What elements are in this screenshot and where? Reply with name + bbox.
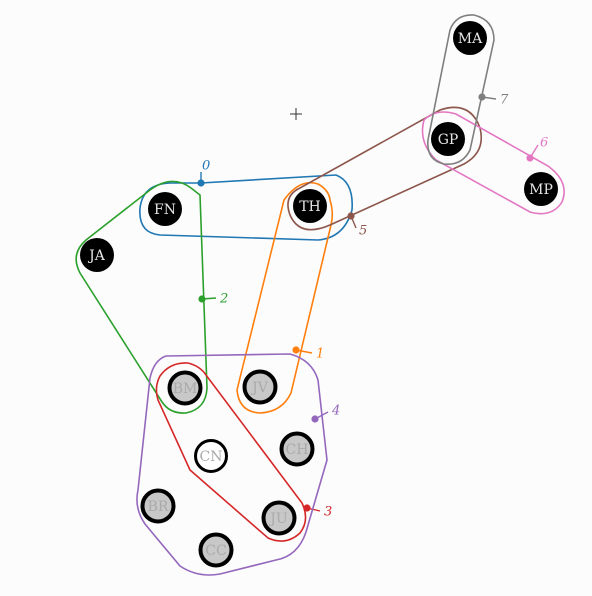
node-th[interactable]: TH [293, 189, 327, 223]
node-jv[interactable]: JV [242, 369, 278, 405]
node-circle[interactable] [524, 172, 558, 206]
node-label: CH [286, 442, 309, 458]
node-circle[interactable] [140, 488, 176, 524]
node-circle[interactable] [293, 189, 327, 223]
node-label: JV [250, 380, 269, 396]
crosshair-icon [290, 108, 302, 120]
nodes-layer: MA GP MP FN TH JA BM JV CN CH BR JU CC [80, 21, 558, 568]
node-circle[interactable] [194, 439, 228, 473]
node-label: MA [458, 31, 483, 47]
hyperedges-layer: 0 1 2 3 4 5 6 7 [75, 14, 565, 576]
node-label: TH [299, 199, 321, 215]
hyperedge-label: 1 [316, 347, 324, 362]
hyperedge-label: 3 [324, 505, 332, 520]
node-bm[interactable]: BM [167, 370, 203, 406]
node-label: JA [87, 248, 106, 264]
node-circle[interactable] [198, 532, 234, 568]
node-br[interactable]: BR [140, 488, 176, 524]
hyperedge-marker-dot[interactable] [478, 93, 486, 101]
hyperedge-label: 7 [500, 93, 509, 108]
node-label: GP [438, 132, 459, 148]
node-label: BM [173, 381, 198, 397]
node-label: MP [529, 182, 553, 198]
hyperedge-7: 7 [427, 14, 509, 166]
hyperedge-label: 6 [540, 136, 548, 151]
node-gp[interactable]: GP [431, 122, 465, 156]
node-ju[interactable]: JU [261, 500, 297, 536]
hyperedge-marker-dot[interactable] [311, 415, 319, 423]
node-fn[interactable]: FN [148, 192, 182, 226]
node-mp[interactable]: MP [524, 172, 558, 206]
hyperedge-label: 4 [331, 404, 340, 419]
hyperedge-marker-dot[interactable] [526, 154, 534, 162]
hyperedge-outline [75, 180, 208, 414]
hyperedge-outline [155, 362, 307, 542]
node-label: BR [148, 499, 169, 515]
node-circle[interactable] [279, 431, 315, 467]
hyperedge-marker-dot[interactable] [197, 179, 205, 187]
hyperedge-2: 2 [75, 180, 228, 414]
node-circle[interactable] [80, 238, 114, 272]
hyperedge-3: 3 [155, 362, 332, 542]
node-label: CC [205, 543, 226, 559]
node-ch[interactable]: CH [279, 431, 315, 467]
node-ma[interactable]: MA [453, 21, 487, 55]
node-label: CN [200, 449, 223, 465]
hyperedge-marker-dot[interactable] [198, 295, 206, 303]
node-circle[interactable] [167, 370, 203, 406]
node-circle[interactable] [453, 21, 487, 55]
node-cn[interactable]: CN [194, 439, 228, 473]
hyperedge-4: 4 [136, 353, 340, 576]
node-circle[interactable] [431, 122, 465, 156]
node-cc[interactable]: CC [198, 532, 234, 568]
hyperedge-outline [427, 14, 495, 166]
hyperedge-marker-dot[interactable] [347, 212, 355, 220]
node-circle[interactable] [261, 500, 297, 536]
node-circle[interactable] [148, 192, 182, 226]
node-label: JU [268, 511, 288, 527]
node-circle[interactable] [242, 369, 278, 405]
hyperedge-outline [136, 353, 328, 576]
node-label: FN [154, 202, 176, 218]
node-ja[interactable]: JA [80, 238, 114, 272]
hyperedge-label: 0 [202, 159, 210, 174]
hyperedge-label: 2 [219, 292, 228, 307]
hyperedge-marker-dot[interactable] [292, 346, 300, 354]
hyperedge-marker-dot[interactable] [303, 504, 311, 512]
hyperedge-label: 5 [359, 224, 367, 239]
